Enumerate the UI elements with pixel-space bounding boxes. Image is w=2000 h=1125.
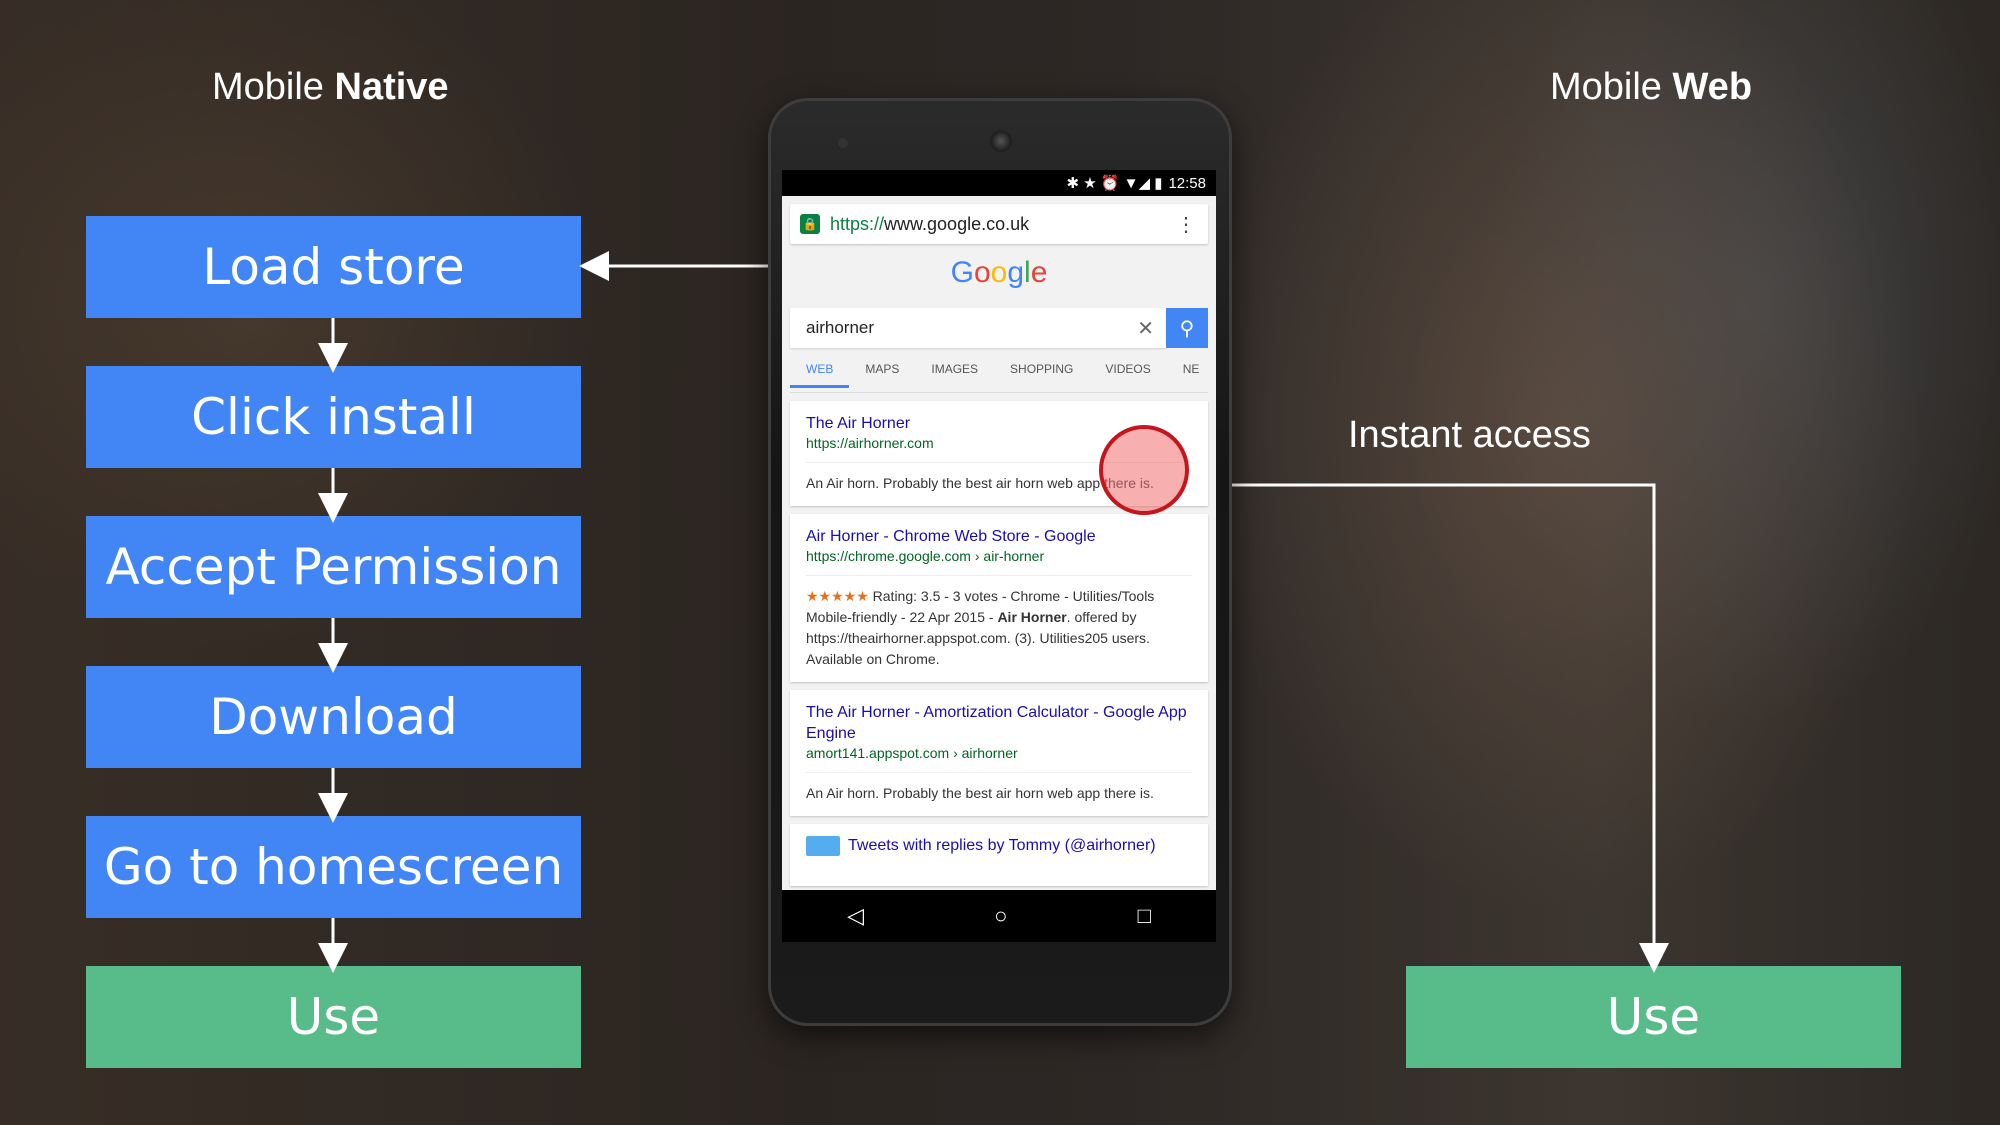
rating-line: Rating: 3.5 - 3 votes - Chrome - Utiliti… <box>872 588 1155 604</box>
mobile-web-title: Mobile Web <box>1550 66 1753 108</box>
recent-apps-icon[interactable]: □ <box>1137 903 1151 928</box>
instant-access-label: Instant access <box>1348 414 1591 456</box>
step-download: Download <box>86 666 581 768</box>
overflow-menu-icon[interactable]: ⋮ <box>1176 213 1196 236</box>
mobile-native-title: Mobile Native <box>212 66 449 108</box>
tab-maps[interactable]: MAPS <box>865 362 900 376</box>
tweets-title[interactable]: Tweets with replies by Tommy (@airhorner… <box>848 837 1156 854</box>
search-result[interactable]: Air Horner - Chrome Web Store - Google h… <box>790 514 1208 682</box>
status-icons: ✱ ★ ⏰ ▼◢ ▮ <box>1066 175 1163 192</box>
search-query: airhorner <box>806 318 875 337</box>
tab-web[interactable]: WEB <box>790 362 850 388</box>
result-title[interactable]: The Air Horner <box>806 415 911 432</box>
clear-icon[interactable]: ✕ <box>1137 317 1154 340</box>
result-snippet: An Air horn. Probably the best air horn … <box>806 462 1192 494</box>
camera <box>990 130 1012 152</box>
step-accept-permission: Accept Permission <box>86 516 581 618</box>
snippet-part: Mobile-friendly - 22 Apr 2015 - <box>806 609 998 625</box>
step-use-web: Use <box>1406 966 1901 1068</box>
tab-news[interactable]: NE <box>1182 362 1200 376</box>
back-icon[interactable]: ◁ <box>847 903 864 928</box>
step-load-store: Load store <box>86 216 581 318</box>
status-time: 12:58 <box>1168 174 1206 192</box>
url-host: www.google.co.uk <box>884 213 1030 234</box>
search-result[interactable]: The Air Horner - Amortization Calculator… <box>790 690 1208 816</box>
search-row: airhorner ✕ ⚲ <box>790 308 1208 348</box>
result-url: amort141.appspot.com › airhorner <box>806 745 1018 761</box>
tweets-result[interactable]: Tweets with replies by Tommy (@airhorner… <box>790 824 1208 886</box>
result-snippet: An Air horn. Probably the best air horn … <box>806 772 1192 804</box>
snippet-part: . offered by https://theairhorner.appspo… <box>806 609 1150 667</box>
arrow-instant-access <box>1185 483 1669 973</box>
step-click-install: Click install <box>86 366 581 468</box>
search-tabs: WEB MAPS IMAGES SHOPPING VIDEOS NE <box>790 362 1208 393</box>
android-nav-bar: ◁ ○ □ <box>782 890 1216 942</box>
url-scheme: https:// <box>830 213 885 234</box>
rating-stars: ★★★★★ <box>806 588 869 604</box>
search-input[interactable]: airhorner ✕ <box>790 308 1166 348</box>
url-bar[interactable]: 🔒 https://www.google.co.uk ⋮ <box>790 204 1208 244</box>
sensor <box>838 138 848 148</box>
status-bar: ✱ ★ ⏰ ▼◢ ▮ 12:58 <box>782 170 1216 196</box>
tap-indicator <box>1099 425 1189 515</box>
result-snippet: ★★★★★ Rating: 3.5 - 3 votes - Chrome - U… <box>806 575 1192 670</box>
result-url: https://airhorner.com <box>806 435 934 451</box>
result-url: https://chrome.google.com › air-horner <box>806 548 1045 564</box>
google-logo: Google <box>950 256 1048 289</box>
tab-shopping[interactable]: SHOPPING <box>1010 362 1074 376</box>
home-icon[interactable]: ○ <box>994 903 1008 928</box>
result-title[interactable]: Air Horner - Chrome Web Store - Google <box>806 528 1096 545</box>
result-title[interactable]: The Air Horner - Amortization Calculator… <box>806 704 1187 742</box>
lock-icon: 🔒 <box>800 214 820 234</box>
step-go-to-homescreen: Go to homescreen <box>86 816 581 918</box>
snippet-bold: Air Horner <box>997 609 1067 625</box>
search-icon[interactable]: ⚲ <box>1166 308 1208 348</box>
step-use-native: Use <box>86 966 581 1068</box>
tab-images[interactable]: IMAGES <box>931 362 979 376</box>
twitter-icon <box>806 836 840 856</box>
tab-videos[interactable]: VIDEOS <box>1105 362 1151 376</box>
phone-screen: ✱ ★ ⏰ ▼◢ ▮ 12:58 🔒 https://www.google.co… <box>782 170 1216 942</box>
